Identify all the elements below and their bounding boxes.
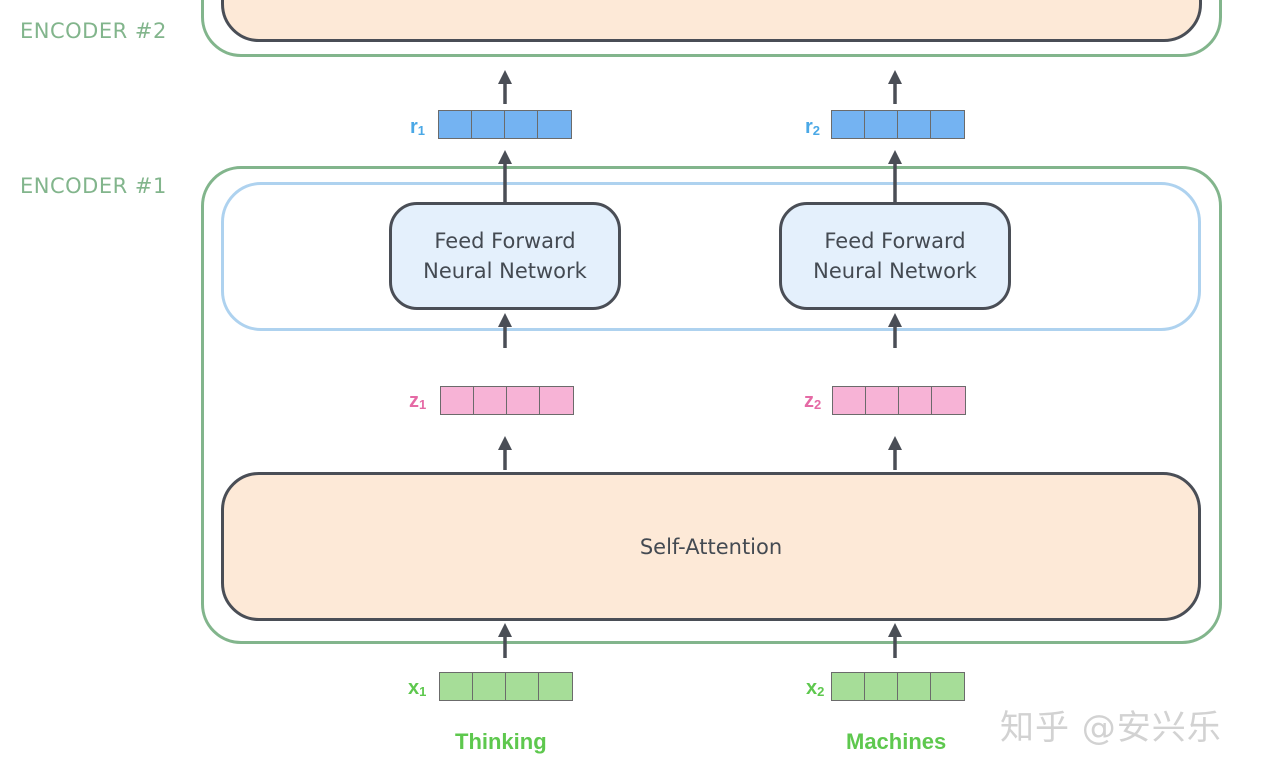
input-word-machines: Machines (846, 729, 947, 754)
z1-vector (440, 386, 574, 415)
x2-label: x2 (806, 677, 825, 699)
feed-forward-network-1: Feed Forward Neural Network (389, 202, 621, 310)
z1-label: z1 (409, 390, 427, 412)
encoder-2-label: ENCODER #2 (20, 19, 167, 43)
ffn-2-label: Feed Forward Neural Network (813, 229, 977, 283)
z2-vector (832, 386, 966, 415)
feed-forward-network-2: Feed Forward Neural Network (779, 202, 1011, 310)
feed-forward-layer-frame (221, 182, 1201, 331)
x2-vector (831, 672, 965, 701)
self-attention-box: Self-Attention (221, 472, 1201, 621)
x1-vector (439, 672, 573, 701)
self-attention-label: Self-Attention (639, 534, 783, 559)
encoder-1-label: ENCODER #1 (20, 174, 167, 198)
input-word-thinking: Thinking (455, 729, 547, 754)
r2-vector (831, 110, 965, 139)
r2-label: r2 (805, 116, 821, 138)
ffn-1-label: Feed Forward Neural Network (423, 229, 587, 283)
r1-vector (438, 110, 572, 139)
zhihu-watermark: 知乎 @安兴乐 (1000, 708, 1222, 748)
encoder-1-frame (201, 166, 1222, 644)
z2-label: z2 (804, 390, 822, 412)
r1-label: r1 (410, 116, 426, 138)
x1-label: x1 (408, 677, 427, 699)
